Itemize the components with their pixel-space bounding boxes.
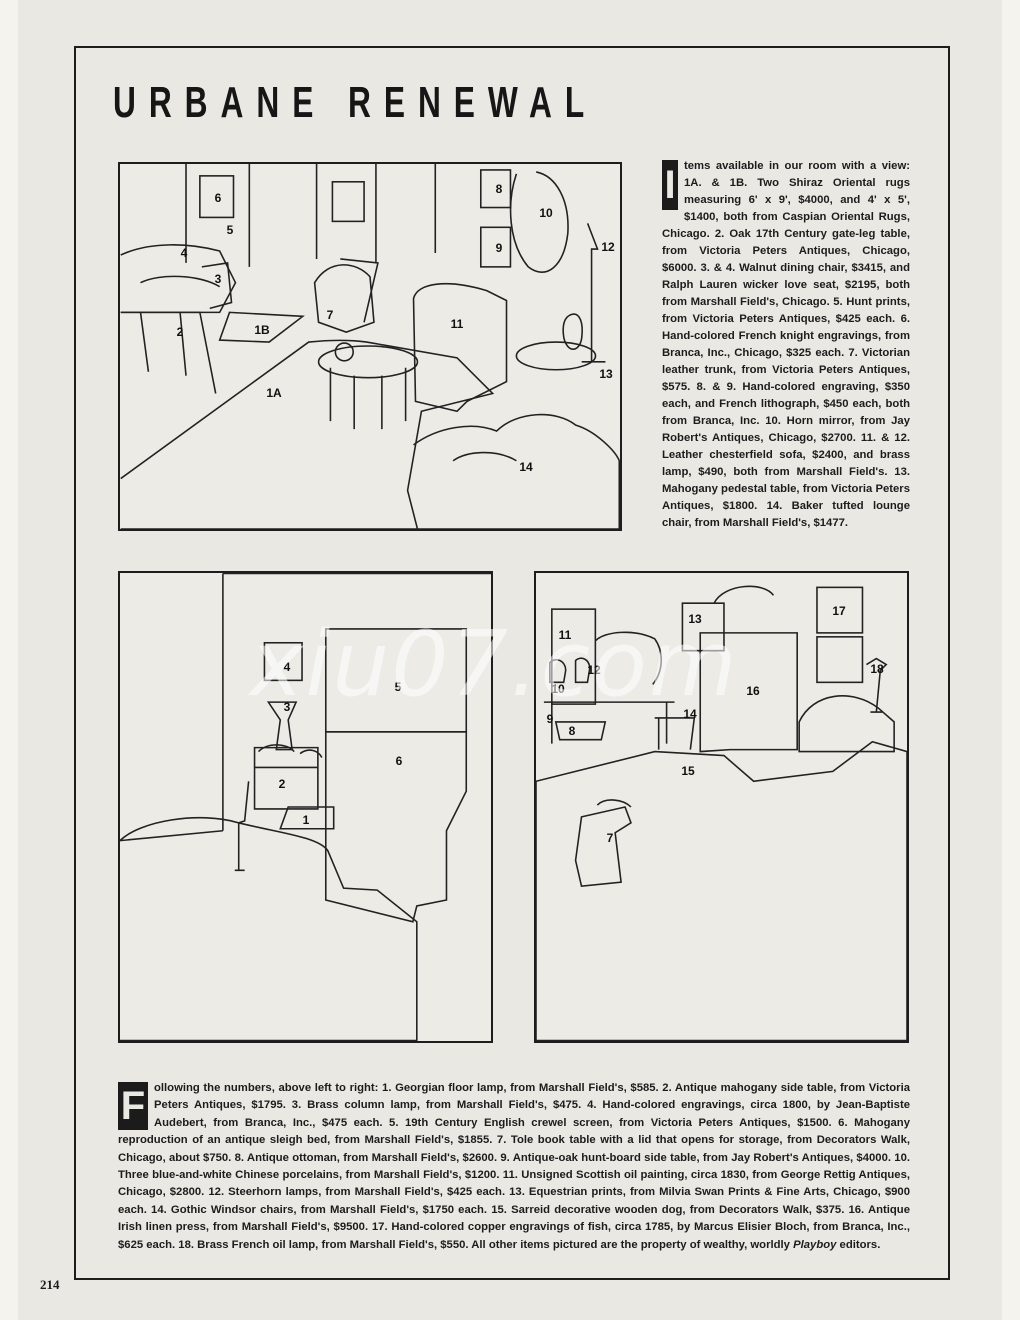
callout-1a: 1A	[266, 386, 282, 400]
callout-12: 12	[587, 663, 601, 677]
callout-1b: 1B	[254, 323, 270, 337]
callout-8: 8	[495, 182, 503, 196]
callout-4: 4	[283, 660, 291, 674]
callout-10: 10	[539, 206, 553, 220]
room-line-drawing-top	[120, 164, 620, 529]
room-diagram-top: 6 5 4 3 2 1B 1A 7 8 9 10 12 11 13 14	[118, 162, 622, 531]
callout-4: 4	[180, 246, 188, 260]
dropcap-i: I	[662, 160, 678, 210]
callout-2: 2	[176, 325, 184, 339]
page-frame	[74, 46, 950, 1280]
page-number: 214	[40, 1277, 60, 1292]
room-diagram-bottom-left: 4 3 5 6 2 1	[118, 571, 493, 1043]
callout-16: 16	[746, 684, 760, 698]
callout-5: 5	[394, 680, 402, 694]
callout-3: 3	[283, 700, 291, 714]
callout-14: 14	[683, 707, 697, 721]
callout-7: 7	[326, 308, 334, 322]
room-line-drawing-bottom-right	[536, 585, 907, 1041]
callout-10: 10	[551, 682, 565, 696]
callout-2: 2	[278, 777, 286, 791]
callout-17: 17	[832, 604, 846, 618]
magazine-name: Playboy	[793, 1238, 837, 1251]
callout-7: 7	[606, 831, 614, 845]
callout-6: 6	[395, 754, 403, 768]
caption-bottom-text: ollowing the numbers, above left to righ…	[118, 1082, 910, 1251]
dropcap-f: F	[118, 1082, 148, 1130]
room-diagram-bottom-right: 11 13 17 12 10 16 18 9 8 14 15 7	[534, 571, 909, 1043]
callout-8: 8	[568, 724, 576, 738]
callout-6: 6	[214, 191, 222, 205]
callout-1: 1	[302, 813, 310, 827]
callout-18: 18	[870, 662, 884, 676]
callout-5: 5	[226, 223, 234, 237]
caption-right-text: tems available in our room with a view: …	[662, 160, 910, 529]
callout-14: 14	[519, 460, 533, 474]
callout-11: 11	[558, 628, 572, 642]
room-line-drawing-bottom-left	[120, 573, 491, 1041]
callout-15: 15	[681, 764, 695, 778]
callout-3: 3	[214, 272, 222, 286]
callout-9: 9	[546, 712, 554, 726]
callout-13: 13	[599, 367, 613, 381]
page-title: URBANE RENEWAL	[113, 78, 598, 127]
callout-11: 11	[450, 317, 464, 331]
callout-12: 12	[601, 240, 615, 254]
callout-13: 13	[688, 612, 702, 626]
callout-9: 9	[495, 241, 503, 255]
caption-bottom-end: editors.	[836, 1238, 881, 1251]
